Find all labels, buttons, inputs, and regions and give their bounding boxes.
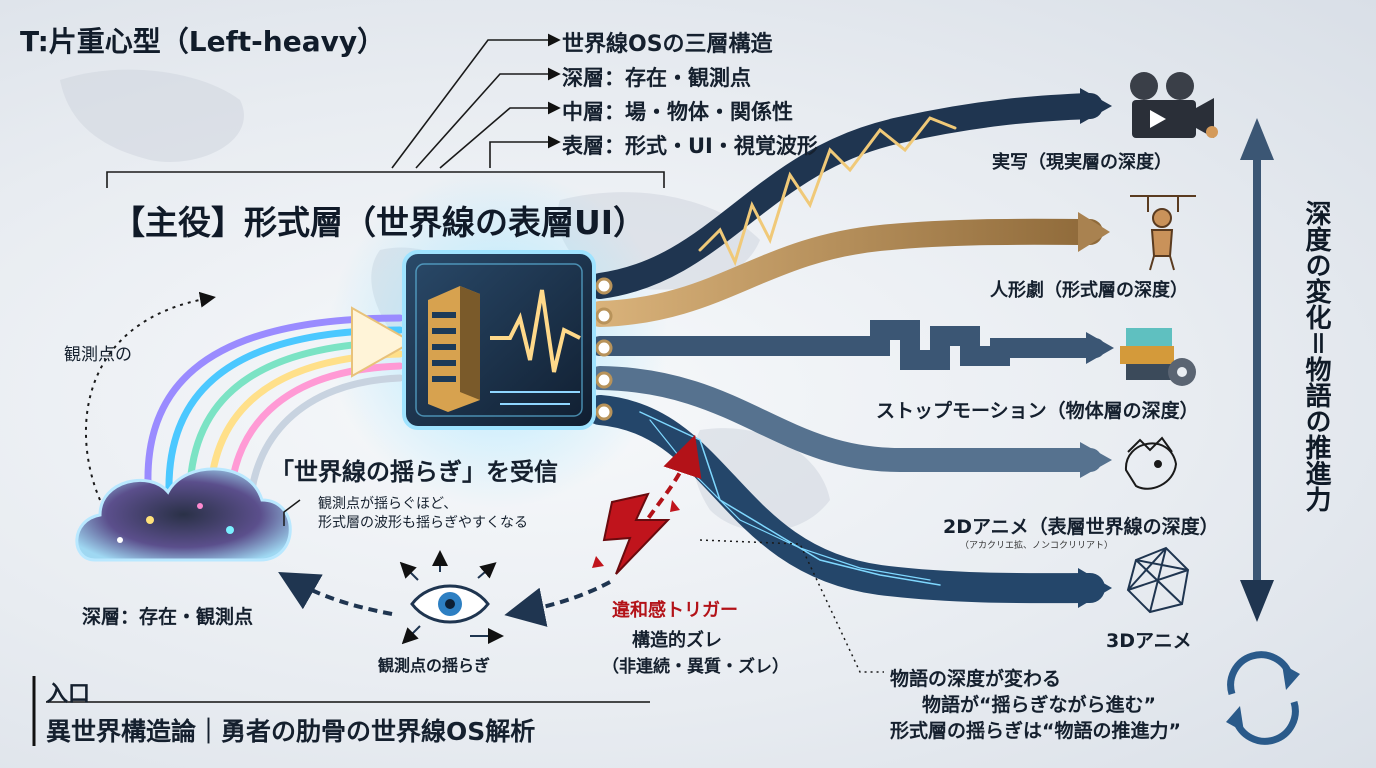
entrance-label: 入口 — [46, 682, 91, 707]
cycle-icon — [1227, 651, 1299, 745]
hierarchy-item-deep: 深層：存在・観測点 — [562, 66, 751, 90]
output-3d-anime-label: 3Dアニメ — [1106, 630, 1192, 652]
conclusion-line-2: 物語が“揺らぎながら進む” — [922, 694, 1156, 716]
observation-shake-label: 観測点の揺らぎ — [378, 656, 491, 675]
hierarchy-item-middle: 中層：場・物体・関係性 — [562, 100, 793, 124]
hierarchy-title: 世界線OSの三層構造 — [562, 32, 773, 57]
eye-to-cloud-arrow — [278, 572, 393, 616]
form-layer-chip-icon — [402, 250, 596, 430]
eye-icon — [399, 550, 504, 645]
deep-layer-cloud-icon — [75, 467, 292, 562]
conclusion-line-3: 形式層の揺らぎは“物語の推進力” — [890, 720, 1181, 742]
hierarchy-item-surface: 表層：形式・UI・視覚波形 — [562, 134, 818, 158]
output-2d-anime-label: 2Dアニメ（表層世界線の深度） — [943, 516, 1219, 538]
blocks-gear-icon — [1120, 328, 1196, 386]
trigger-leader-line — [699, 539, 884, 673]
conclusion-line-1: 物語の深度が変わる — [890, 668, 1062, 690]
output-2d-anime-sublabel: （アカクリエ拡、ノンコクリリアト） — [960, 541, 1114, 551]
output-live-action-label: 実写（現実層の深度） — [992, 152, 1172, 173]
film-camera-icon — [1130, 72, 1218, 138]
trigger-title: 違和感トリガー — [612, 600, 738, 621]
anime-face-icon — [1124, 436, 1178, 490]
output-ports — [595, 277, 613, 421]
receive-label: 「世界線の揺らぎ」を受信 — [270, 458, 558, 486]
stream-stop-motion — [590, 320, 1105, 370]
stream-live-action — [587, 93, 1103, 299]
title-tag: T:片重心型（Left-heavy） — [20, 25, 386, 58]
trigger-to-chip-arrow — [638, 434, 702, 532]
depth-vertical-arrow — [1240, 118, 1274, 622]
puppet-icon — [1130, 195, 1196, 271]
observation-point-label: 観測点の — [64, 345, 132, 365]
bottom-title: 異世界構造論｜勇者の肋骨の世界線OS解析 — [46, 717, 536, 746]
hierarchy-bracket — [106, 33, 665, 188]
observation-note-line-2: 形式層の波形も揺らぎやすくなる — [318, 515, 528, 531]
stream-2d-anime — [588, 366, 1102, 473]
output-stop-motion-label: ストップモーション（物体層の深度） — [876, 400, 1199, 422]
observation-note: 観測点が揺らぐほど、 形式層の波形も揺らぎやすくなる — [318, 495, 528, 533]
output-puppet-label: 人形劇（形式層の深度） — [990, 280, 1188, 301]
main-role-heading: 【主役】形式層（世界線の表層UI） — [112, 203, 647, 242]
vertical-depth-label: 深度の変化＝物語の推進力 — [1301, 200, 1331, 512]
observation-dotted-arc — [84, 291, 216, 501]
deep-layer-label: 深層：存在・観測点 — [82, 606, 254, 628]
trigger-detail: （非連続・異質・ズレ） — [602, 657, 789, 677]
stream-puppet — [587, 218, 1103, 327]
incoming-arrow-head — [351, 306, 415, 378]
wireframe-icon — [1126, 546, 1190, 614]
trigger-to-eye-arrow — [504, 580, 611, 627]
lightning-trigger-icon — [592, 492, 680, 575]
stream-3d-anime — [585, 395, 1105, 604]
observation-note-line-1: 観測点が揺らぐほど、 — [318, 496, 458, 512]
stream-arrowheads — [1078, 88, 1114, 608]
trigger-subtitle: 構造的ズレ — [632, 630, 722, 651]
